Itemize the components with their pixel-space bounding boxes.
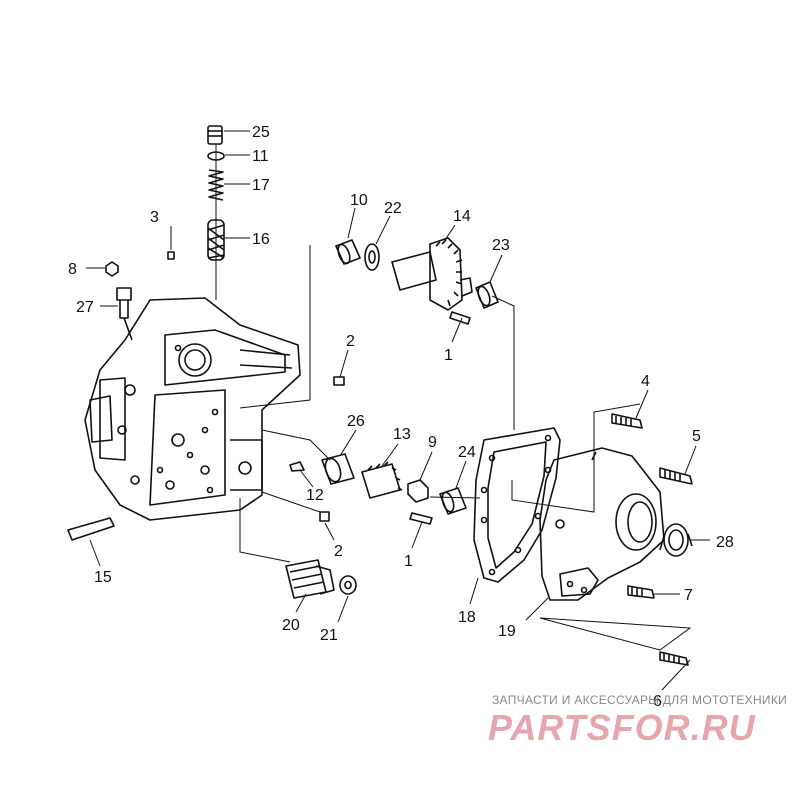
- callout-2-lower: 2: [334, 543, 343, 560]
- part-18-gasket: [473, 427, 561, 583]
- callout-9: 9: [428, 434, 437, 451]
- callout-17: 17: [252, 177, 270, 194]
- part-26-bearing: [321, 453, 355, 485]
- part-27-sensor: [116, 287, 133, 341]
- transmission-housing: [84, 297, 301, 521]
- part-2-pin-upper: [333, 376, 345, 386]
- watermark: ЗАПЧАСТИ И АКСЕССУАРЫ ДЛЯ МОТОТЕХНИКИ PA…: [488, 693, 787, 748]
- part-19-cover: [539, 447, 665, 601]
- callout-13: 13: [393, 426, 411, 443]
- part-14-gear-shaft: [391, 237, 473, 311]
- part-7-bolt: [627, 585, 655, 599]
- callout-2-upper: 2: [346, 333, 355, 350]
- watermark-logo: PARTSFOR.RU: [488, 707, 756, 748]
- part-9-nut: [407, 479, 429, 503]
- callout-26: 26: [347, 413, 365, 430]
- part-23-bearing: [475, 281, 499, 309]
- callout-16: 16: [252, 231, 270, 248]
- callout-7: 7: [684, 587, 693, 604]
- part-28-seal: [659, 523, 693, 557]
- part-5-bolt: [659, 467, 693, 485]
- part-3-plug: [167, 251, 175, 260]
- callout-1-upper: 1: [444, 347, 453, 364]
- part-22-washer: [364, 243, 380, 271]
- callout-19: 19: [498, 623, 516, 640]
- part-24-bearing: [439, 487, 467, 515]
- part-6-bolt: [659, 651, 689, 666]
- part-12-key: [289, 461, 305, 472]
- callout-22: 22: [384, 200, 402, 217]
- callout-1-lower: 1: [404, 553, 413, 570]
- part-1-dowel-upper: [449, 311, 471, 325]
- callout-25: 25: [252, 124, 270, 141]
- callout-labels: 25 11 17 16 3 8 27 10 22 14 23 1 2 4 5 2…: [68, 124, 734, 710]
- watermark-caption: ЗАПЧАСТИ И АКСЕССУАРЫ ДЛЯ МОТОТЕХНИКИ: [492, 693, 787, 707]
- callout-21: 21: [320, 627, 338, 644]
- part-13-gear: [361, 461, 403, 499]
- callout-5: 5: [692, 428, 701, 445]
- callout-18: 18: [458, 609, 476, 626]
- part-10-bearing: [335, 239, 361, 265]
- callout-28: 28: [716, 534, 734, 551]
- leader-lines: [86, 130, 710, 691]
- part-21-washer: [339, 575, 357, 595]
- callout-6: 6: [653, 693, 662, 710]
- part-25-cap: [207, 125, 223, 145]
- part-8-nut: [105, 261, 119, 277]
- callout-4: 4: [641, 373, 650, 390]
- callout-8: 8: [68, 261, 77, 278]
- part-2-pin-lower: [319, 511, 330, 522]
- callout-14: 14: [453, 208, 471, 225]
- callout-27: 27: [76, 299, 94, 316]
- callout-12: 12: [306, 487, 324, 504]
- callout-10: 10: [350, 192, 368, 209]
- callout-3: 3: [150, 209, 159, 226]
- callout-24: 24: [458, 444, 476, 461]
- part-15-dowel: [67, 517, 115, 541]
- callout-20: 20: [282, 617, 300, 634]
- part-4-bolt: [611, 413, 643, 429]
- part-20-gear-assembly: [285, 559, 335, 599]
- callout-11: 11: [252, 148, 269, 165]
- callout-23: 23: [492, 237, 510, 254]
- callout-15: 15: [94, 569, 112, 586]
- part-1-dowel-lower: [409, 512, 433, 525]
